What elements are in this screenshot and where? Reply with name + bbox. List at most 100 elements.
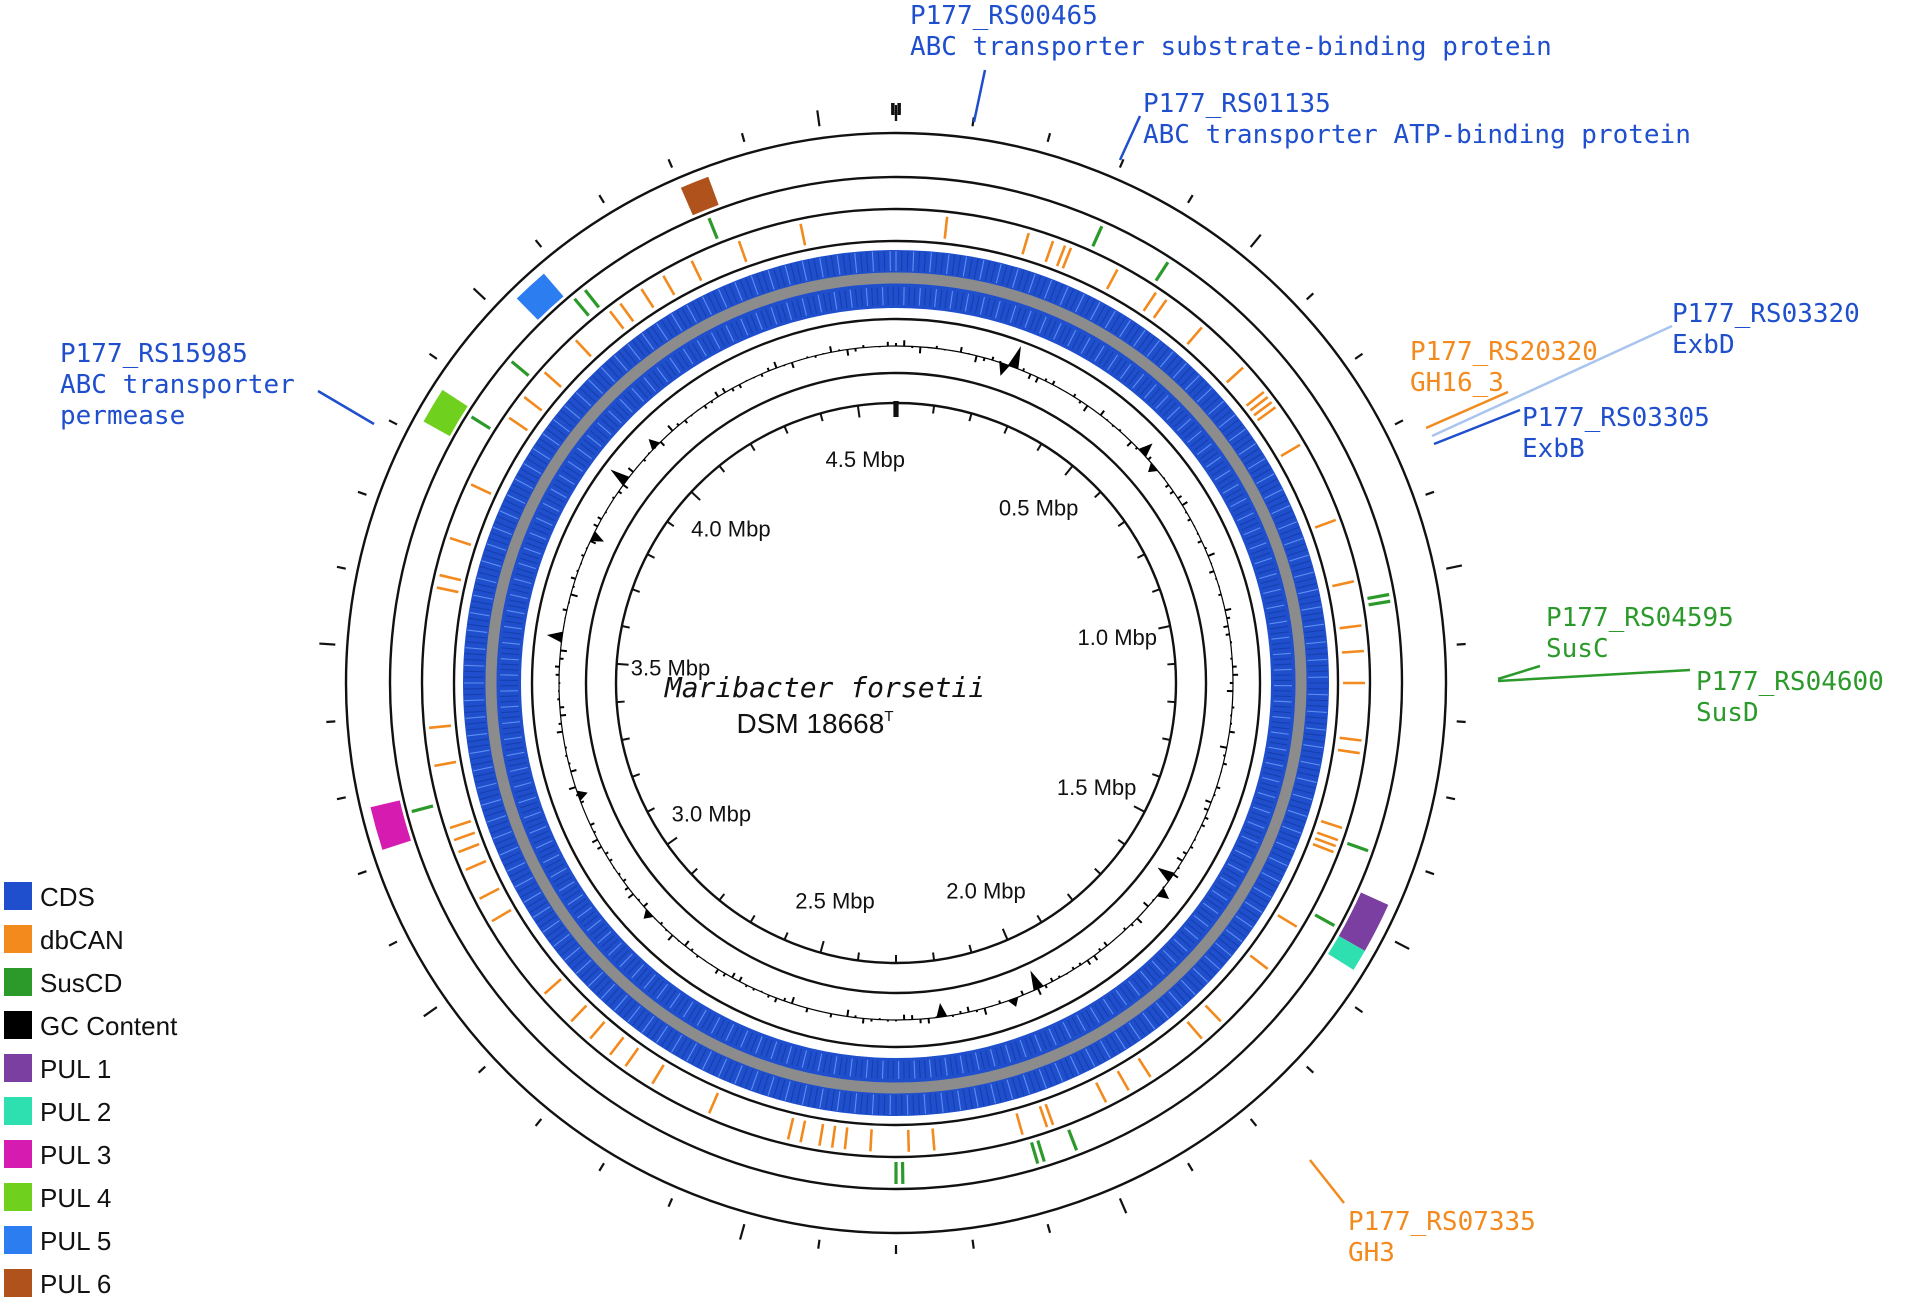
cds-gene-mark xyxy=(1074,1053,1085,1073)
cds-gene-mark xyxy=(681,1040,693,1059)
cds-gene-mark xyxy=(651,1022,664,1040)
cds-gene-mark xyxy=(583,915,599,927)
cds-gene-mark xyxy=(682,348,694,365)
cds-gene-mark xyxy=(597,422,612,435)
callout-id-rs01135: P177_RS01135 xyxy=(1143,89,1331,119)
cds-gene-mark xyxy=(520,557,538,565)
cds-gene-mark xyxy=(600,983,616,1000)
gc-content-mark xyxy=(605,851,609,855)
outer-scale-tick xyxy=(477,1065,487,1074)
cds-gene-mark xyxy=(1146,1009,1160,1026)
cds-gene-mark xyxy=(735,1028,744,1046)
pul-block xyxy=(423,389,468,437)
cds-gene-mark xyxy=(1192,967,1209,983)
cds-gene-mark xyxy=(908,287,911,306)
cds-gene-mark xyxy=(504,499,523,510)
cds-gene-mark xyxy=(923,1059,927,1078)
cds-gene-mark xyxy=(1024,310,1032,328)
cds-gene-mark xyxy=(1270,736,1289,741)
cds-gene-mark xyxy=(484,548,505,557)
scale-label: 1.5 Mbp xyxy=(1057,775,1137,800)
gc-content-mark xyxy=(1082,405,1089,412)
cds-gene-mark xyxy=(1170,410,1184,424)
cds-gene-mark xyxy=(1064,1058,1075,1078)
cds-gene-mark xyxy=(917,251,921,272)
cds-gene-mark xyxy=(1190,434,1206,447)
gc-content-mark xyxy=(1181,501,1188,507)
cds-gene-mark xyxy=(576,447,593,460)
scale-label: 3.5 Mbp xyxy=(631,656,711,681)
gc-content-mark xyxy=(738,976,743,982)
cds-gene-mark xyxy=(1270,731,1289,735)
cds-gene-mark xyxy=(1299,766,1320,772)
cds-gene-mark xyxy=(1080,1051,1090,1070)
cds-gene-mark xyxy=(1048,320,1057,338)
gc-content-mark xyxy=(1204,816,1209,820)
gc-content-mark xyxy=(1187,518,1192,522)
cds-gene-mark xyxy=(707,1053,718,1073)
cds-gene-mark xyxy=(1114,1031,1126,1050)
cds-gene-mark xyxy=(1109,313,1121,332)
cds-gene-mark xyxy=(1123,983,1136,999)
cds-gene-mark xyxy=(523,891,542,903)
cds-gene-mark xyxy=(492,526,512,535)
cds-gene-mark xyxy=(1215,409,1232,424)
cds-gene-mark xyxy=(464,704,485,708)
cds-gene-mark xyxy=(1180,370,1196,387)
outer-scale-tick xyxy=(817,1239,821,1249)
gc-content-mark xyxy=(1134,446,1138,450)
callout-desc-rs04595: SusC xyxy=(1546,634,1609,664)
gc-content-mark xyxy=(589,540,597,545)
gc-content-mark xyxy=(766,367,770,372)
cds-gene-mark xyxy=(512,776,531,783)
cds-gene-mark xyxy=(1059,1060,1069,1080)
cds-gene-mark xyxy=(488,820,508,829)
inner-scale-tick xyxy=(1094,867,1102,875)
cds-gene-mark xyxy=(830,1090,835,1111)
cds-gene-mark xyxy=(1006,266,1014,287)
outer-scale-tick xyxy=(1446,564,1463,570)
gc-content-mark xyxy=(1196,532,1199,536)
cds-gene-mark xyxy=(908,1060,911,1079)
cds-gene-mark xyxy=(801,1050,808,1068)
cds-gene-mark xyxy=(500,700,519,703)
cds-gene-mark xyxy=(1303,617,1324,622)
suscd-mark xyxy=(1091,225,1104,247)
cds-gene-mark xyxy=(476,577,497,584)
cds-gene-mark xyxy=(686,304,698,323)
cds-gene-mark xyxy=(470,755,491,760)
cds-gene-mark xyxy=(503,631,522,635)
callout-id-rs00465: P177_RS00465 xyxy=(910,1,1098,31)
cds-gene-mark xyxy=(500,695,519,698)
cds-gene-mark xyxy=(508,761,527,767)
cds-gene-mark xyxy=(756,273,764,294)
cds-gene-mark xyxy=(1268,615,1287,620)
cds-gene-mark xyxy=(767,1076,775,1096)
dbcan-mark xyxy=(609,1036,625,1056)
cds-gene-mark xyxy=(1133,329,1146,347)
cds-gene-mark xyxy=(605,362,620,379)
cds-gene-mark xyxy=(669,357,681,374)
gc-content-spike xyxy=(546,631,563,643)
gc-content-mark xyxy=(752,988,755,991)
callout-id-rs20320: P177_RS20320 xyxy=(1410,337,1598,367)
inner-scale-tick xyxy=(646,807,655,813)
organism-name: Maribacter forsetii xyxy=(664,671,985,704)
cds-gene-mark xyxy=(1028,273,1036,294)
gc-content-spike xyxy=(1148,462,1158,473)
cds-gene-mark xyxy=(1214,885,1231,897)
cds-gene-mark xyxy=(1001,1081,1008,1101)
cds-gene-mark xyxy=(973,258,979,279)
cds-gene-mark xyxy=(549,929,567,943)
cds-gene-mark xyxy=(673,995,685,1012)
cds-gene-mark xyxy=(465,647,486,650)
cds-gene-mark xyxy=(951,254,956,275)
cds-gene-mark xyxy=(474,588,494,595)
cds-gene-mark xyxy=(1278,521,1297,530)
cds-gene-mark xyxy=(488,537,508,546)
cds-gene-mark xyxy=(1266,756,1285,762)
cds-gene-mark xyxy=(968,1088,973,1109)
cds-gene-mark xyxy=(877,1094,880,1115)
cds-gene-mark xyxy=(622,347,637,364)
gc-content-mark xyxy=(664,929,668,932)
